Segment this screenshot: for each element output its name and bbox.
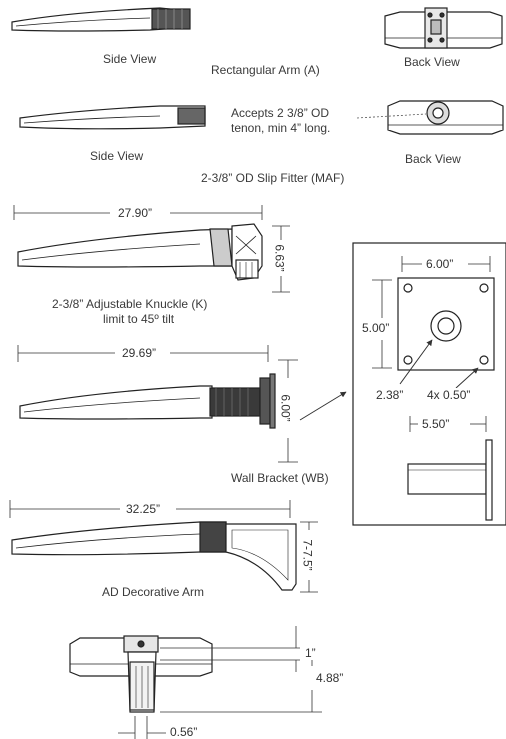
knuckle-label-line1: 2-3/8” Adjustable Knuckle (K) (52, 297, 208, 311)
wall-bracket-label: Wall Bracket (WB) (231, 471, 329, 485)
bottom-488-dim: 4.88” (314, 671, 346, 685)
mounting-plate (397, 277, 495, 371)
bracket-dim-depth (409, 416, 487, 432)
tenon-note-line1: Accepts 2 3/8” OD (231, 106, 330, 120)
ad-length-dim: 32.25” (124, 502, 163, 516)
bracket-depth-dim: 5.50” (420, 417, 452, 431)
bottom-1in-dim: 1” (303, 646, 318, 660)
knuckle-dim-length (13, 205, 263, 220)
bolt-holes-dim: 4x 0.50” (425, 388, 473, 402)
bottom-dims (118, 626, 322, 739)
wb-dim-length (17, 345, 269, 362)
plate-width-dim: 6.00” (424, 257, 456, 271)
wb-height-dim: 6.00” (278, 392, 293, 424)
rect-arm-side-drawing (11, 7, 191, 32)
side-view-label-2: Side View (90, 149, 144, 163)
wb-dim-height (278, 359, 298, 463)
back-view-label-2: Back View (405, 152, 461, 166)
hole-center-leader (399, 339, 433, 385)
ad-dim-height (300, 521, 318, 593)
side-view-label-1: Side View (103, 52, 157, 66)
slip-fitter-label: 2-3/8” OD Slip Fitter (MAF) (201, 171, 345, 185)
plate-height-dim: 5.00” (360, 321, 392, 335)
bottom-056-dim: 0.56” (168, 725, 200, 739)
ad-decorative-arm-drawing (11, 521, 297, 591)
plate-dim-width (401, 256, 491, 272)
plate-dim-height (372, 279, 392, 369)
knuckle-height-dim: 6.63” (272, 242, 287, 274)
hole-center-dim: 2.38” (374, 388, 406, 402)
bracket-side-detail (407, 439, 493, 521)
wb-length-dim: 29.69” (120, 346, 159, 360)
tenon-leader (356, 113, 427, 119)
rect-arm-back-drawing (384, 7, 503, 49)
knuckle-dim-height (272, 225, 290, 293)
ad-height-dim: 7-7.5” (300, 537, 315, 573)
knuckle-drawing (17, 223, 263, 281)
ad-dim-length (9, 500, 291, 518)
bolt-hole-leader (455, 367, 479, 389)
wb-callout-arrow (299, 391, 347, 421)
knuckle-label-line2: limit to 45º tilt (103, 312, 175, 326)
slip-fitter-back-drawing (387, 100, 504, 135)
decorative-arm-label: AD Decorative Arm (102, 585, 205, 599)
back-view-label-1: Back View (404, 55, 460, 69)
rect-arm-label: Rectangular Arm (A) (211, 63, 320, 77)
wall-bracket-drawing (19, 373, 276, 429)
bottom-back-view-drawing (69, 635, 213, 713)
knuckle-length-dim: 27.90” (116, 206, 155, 220)
slip-fitter-side-drawing (19, 105, 206, 130)
tenon-note-line2: tenon, min 4” long. (231, 121, 331, 135)
